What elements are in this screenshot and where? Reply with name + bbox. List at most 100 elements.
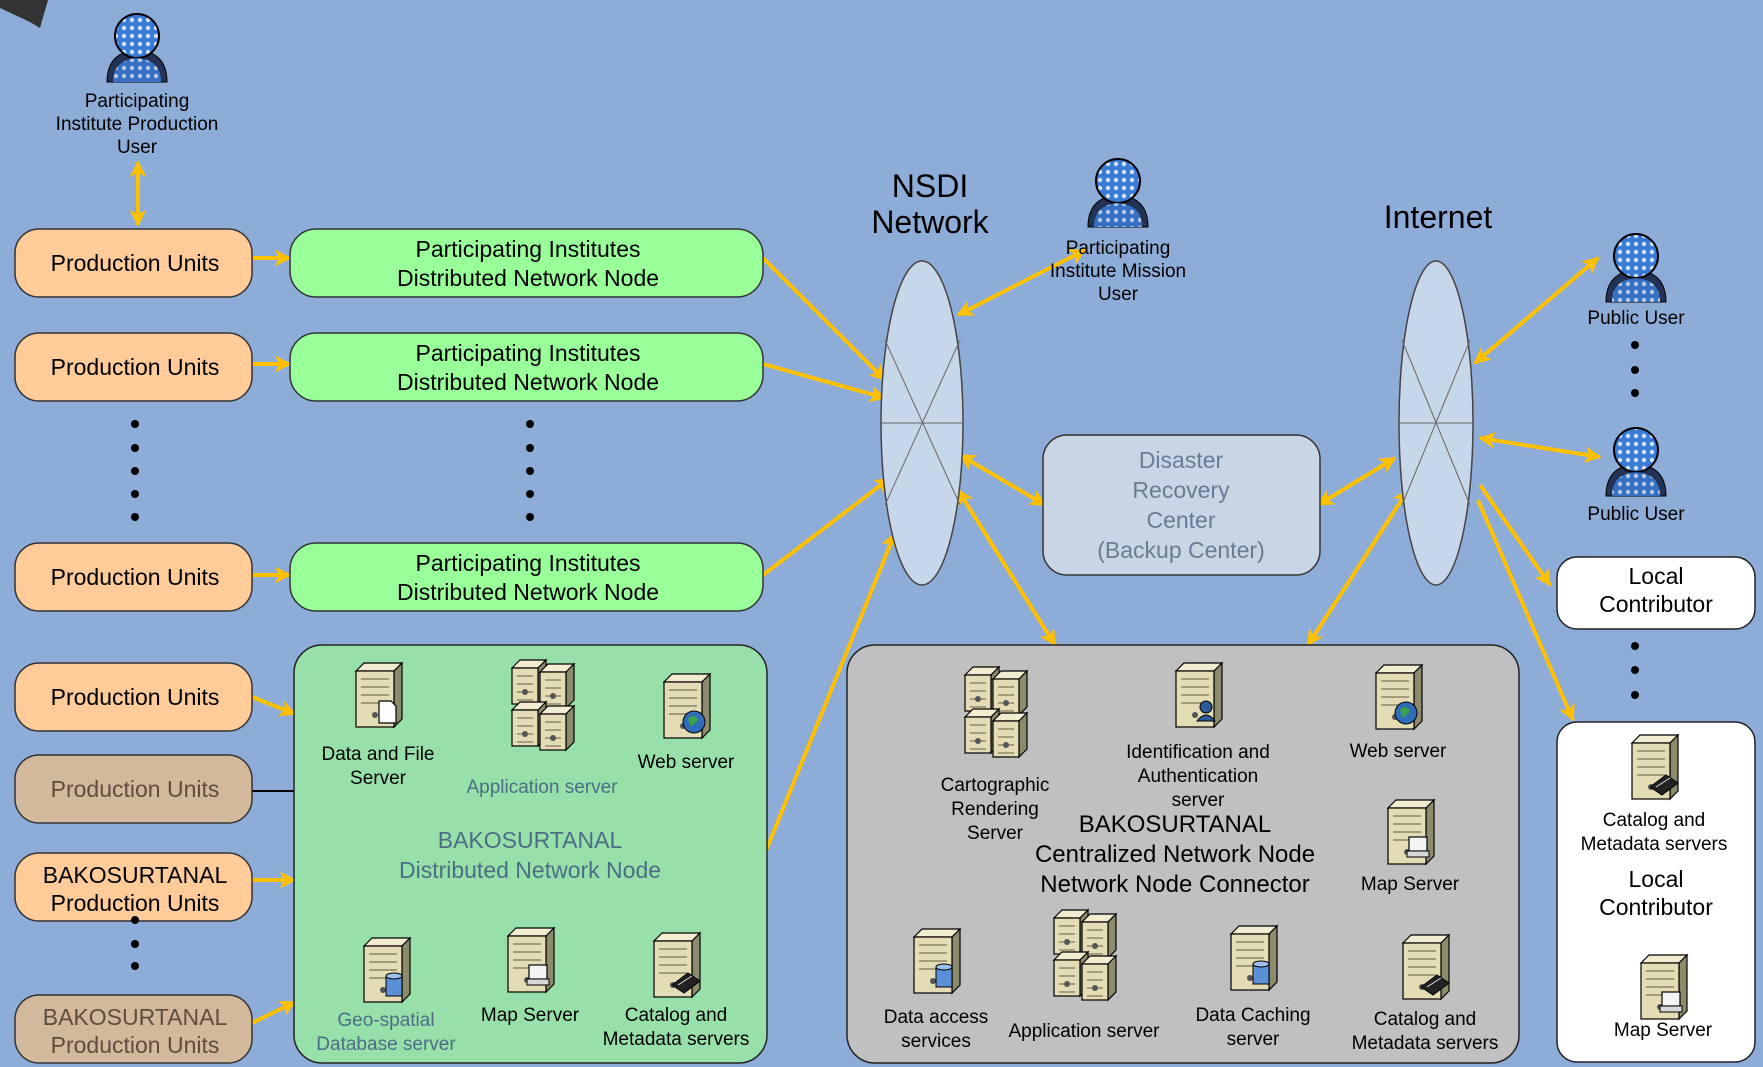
server-label: Map Server bbox=[1614, 1020, 1713, 1041]
user-icon bbox=[106, 13, 168, 83]
user-icon bbox=[1605, 427, 1667, 497]
bakosurtanal-distributed-node-box bbox=[293, 644, 768, 1064]
user-icon bbox=[1605, 233, 1667, 303]
server-web-server: Web server bbox=[638, 672, 735, 773]
nsdi-network-cloud bbox=[880, 260, 964, 586]
caching-server-icon bbox=[1229, 924, 1279, 992]
public-user-2: Public User bbox=[1587, 427, 1685, 525]
server-map-server: Map Server bbox=[1361, 798, 1460, 895]
production-unit-label: Production Units bbox=[51, 564, 220, 590]
production-unit-label: Production Units bbox=[51, 776, 220, 802]
corner-pen-mark bbox=[0, 0, 48, 28]
authentication-server-icon bbox=[1174, 661, 1224, 729]
server-label: Web server bbox=[1350, 741, 1447, 762]
user-label: Public User bbox=[1587, 308, 1685, 329]
production-unit-label: Production Units bbox=[51, 250, 220, 276]
server-label: Map Server bbox=[481, 1005, 580, 1026]
server-web-server: Web server bbox=[1350, 663, 1447, 762]
server-label: Map Server bbox=[1361, 874, 1460, 895]
map-server-icon bbox=[1639, 953, 1689, 1021]
production-unit-label: Production Units bbox=[51, 684, 220, 710]
local-contributor-box-1 bbox=[1556, 556, 1756, 630]
ellipsis-dots bbox=[131, 341, 1639, 970]
database-server-icon bbox=[362, 936, 412, 1004]
server-label: Application server bbox=[466, 777, 618, 798]
server-label: Application server bbox=[1008, 1021, 1160, 1042]
production-unit-2: Production Units bbox=[14, 332, 253, 402]
application-server-icon bbox=[1052, 908, 1118, 1002]
internet-label: Internet bbox=[1384, 199, 1493, 235]
catalog-server-icon bbox=[652, 931, 702, 999]
production-unit-1: Production Units bbox=[14, 228, 253, 298]
server-label: Web server bbox=[638, 752, 735, 773]
server-application-server: Application server bbox=[1008, 908, 1160, 1042]
local-contributor-box-2 bbox=[1556, 721, 1756, 1063]
file-server-icon bbox=[354, 661, 404, 729]
production-unit-4: Production Units bbox=[14, 662, 253, 732]
production-unit-3: Production Units bbox=[14, 542, 253, 612]
data-access-server-icon bbox=[912, 927, 962, 995]
production-unit-label: Production Units bbox=[51, 354, 220, 380]
connection-arrows bbox=[129, 160, 1602, 1025]
web-server-icon bbox=[662, 672, 712, 740]
public-user-1: Public User bbox=[1587, 233, 1685, 329]
application-server-icon bbox=[510, 658, 576, 752]
server-map-server: Map Server bbox=[1614, 953, 1713, 1041]
disaster-recovery-box bbox=[1042, 434, 1321, 576]
server-application-server: Application server bbox=[466, 658, 618, 798]
internet-cloud bbox=[1398, 260, 1474, 586]
map-server-icon bbox=[506, 926, 556, 994]
server-map-server: Map Server bbox=[481, 926, 580, 1026]
rendering-server-icon bbox=[963, 665, 1029, 759]
user-label: Public User bbox=[1587, 504, 1685, 525]
production-unit-5: Production Units bbox=[14, 754, 253, 824]
map-server-icon bbox=[1386, 798, 1436, 866]
catalog-server-icon bbox=[1630, 733, 1680, 801]
web-server-icon bbox=[1374, 663, 1424, 731]
user-icon bbox=[1087, 158, 1149, 228]
